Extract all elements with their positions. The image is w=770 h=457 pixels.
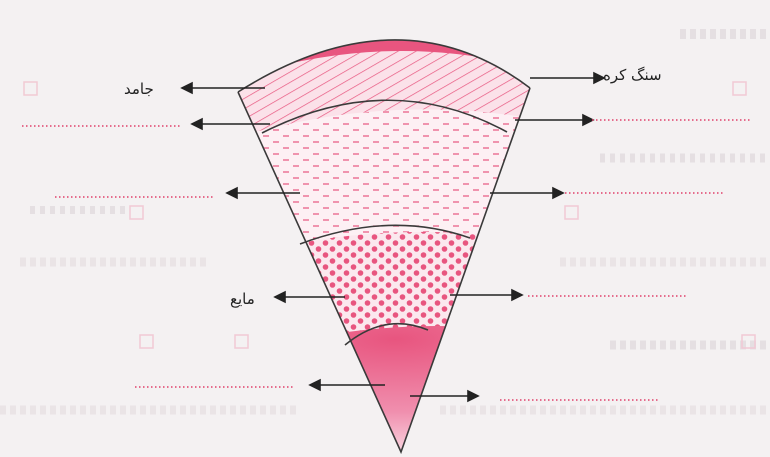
label-arrows [180, 71, 606, 403]
hatched-layer [238, 51, 530, 160]
crust-label: سنگ کره [603, 66, 662, 84]
answer-blanks [22, 119, 752, 401]
layer-boundaries [237, 39, 531, 455]
liquid-label: مایع [230, 290, 255, 308]
background-worksheet [0, 29, 770, 415]
solid-label: جامد [124, 80, 154, 98]
